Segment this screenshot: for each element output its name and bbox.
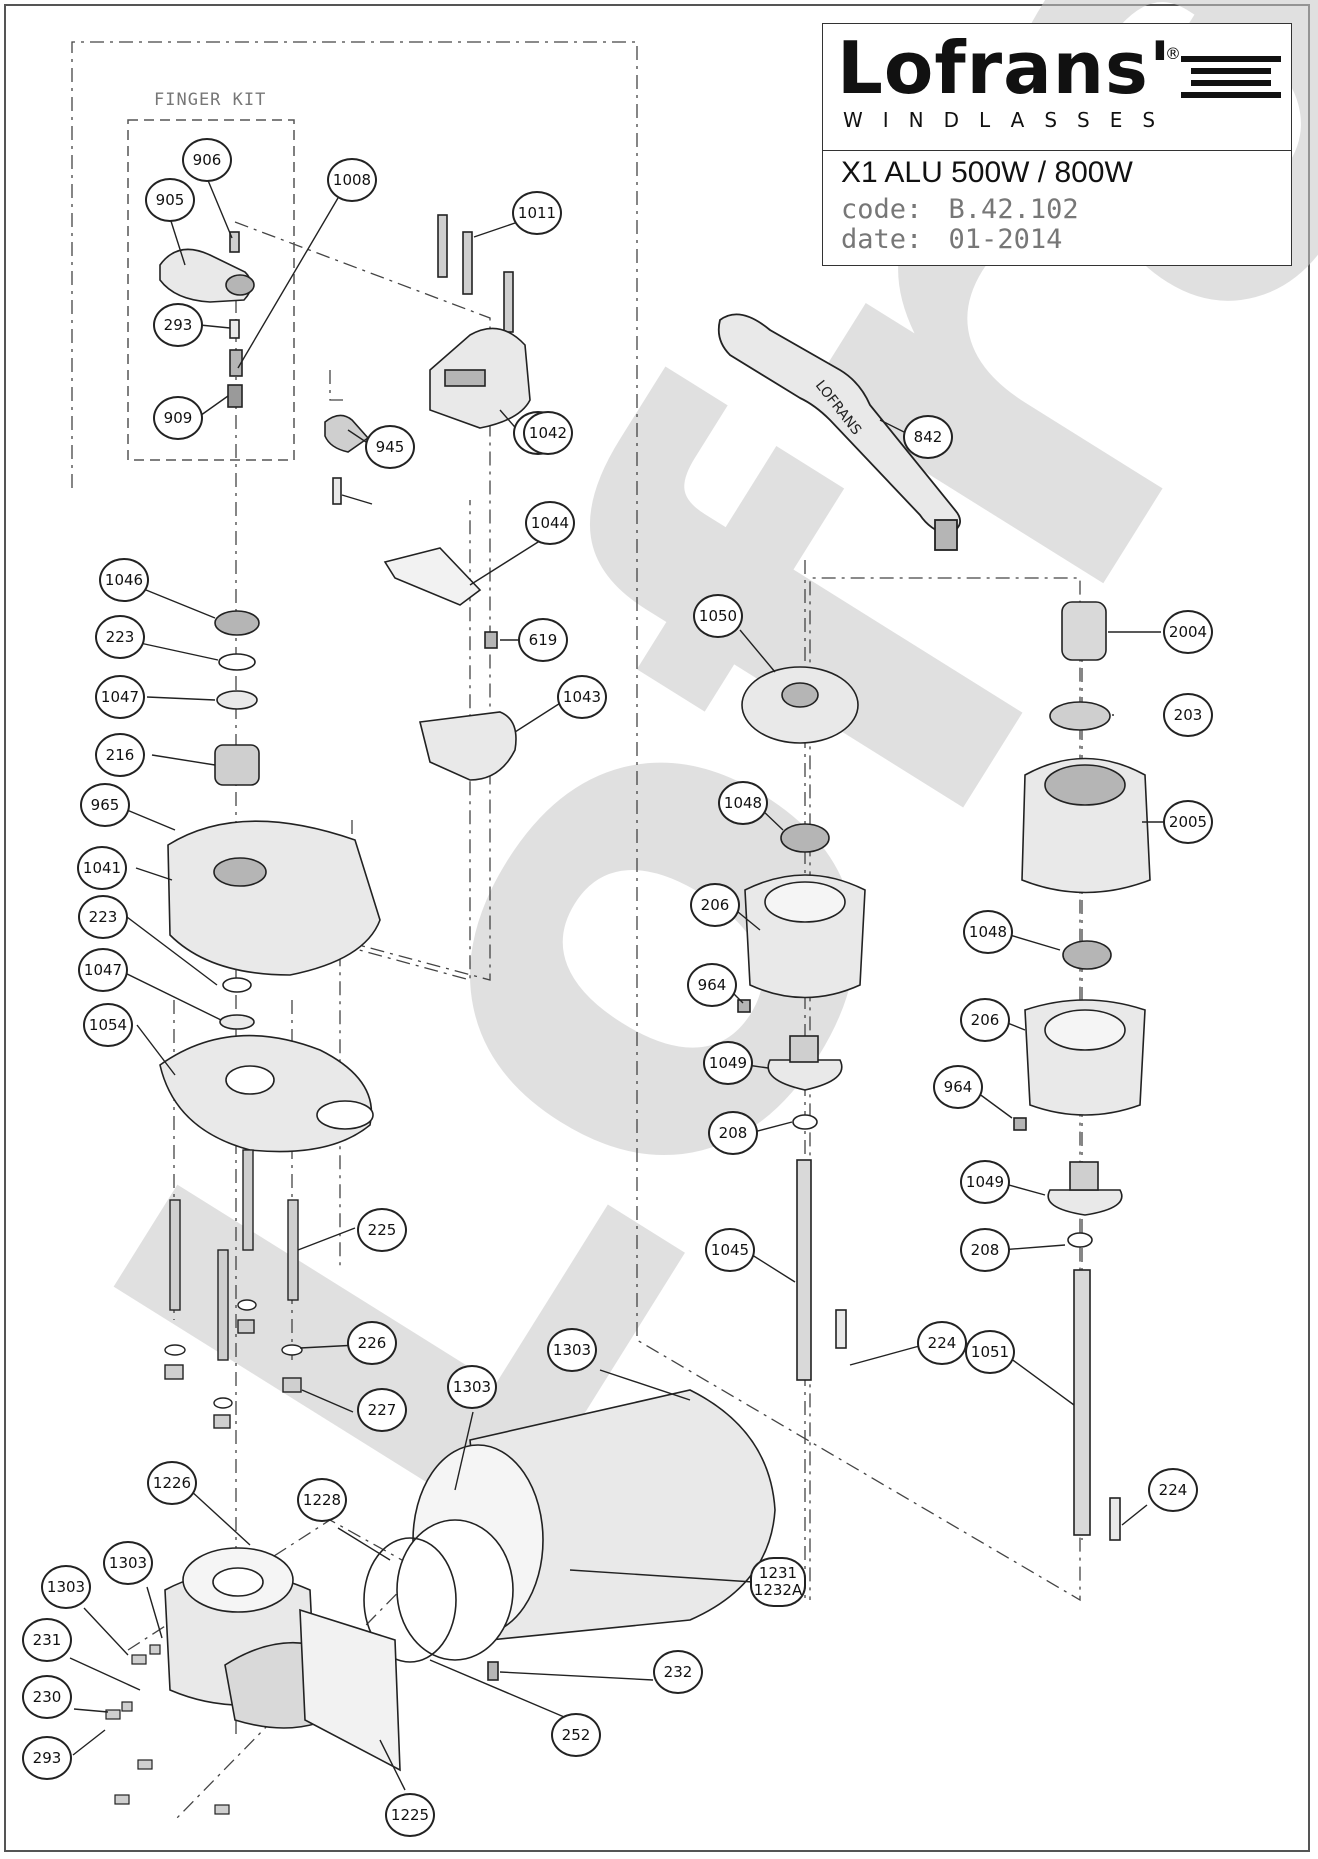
callout-1054: 1054 [83,1003,133,1047]
date-label: date: [841,224,923,255]
title-block: Lofrans' ® WINDLASSES X1 ALU 500W / 800W… [822,23,1292,266]
callout-1228: 1228 [297,1478,347,1522]
callout-1047: 1047 [95,675,145,719]
callout-1042: 1042 [523,411,573,455]
callout-1048: 1048 [963,910,1013,954]
callout-1049: 1049 [703,1041,753,1085]
callout-1303: 1303 [447,1365,497,1409]
callout-1226: 1226 [147,1461,197,1505]
callout-216: 216 [95,733,145,777]
callout-1049: 1049 [960,1160,1010,1204]
callout-1303: 1303 [547,1328,597,1372]
callout-1045: 1045 [705,1228,755,1272]
brand-logo: Lofrans' [837,26,1172,110]
callout-1043: 1043 [557,675,607,719]
callout-1008: 1008 [327,158,377,202]
callout-906: 906 [182,138,232,182]
callout-208: 208 [708,1111,758,1155]
callout-1303: 1303 [41,1565,91,1609]
callout-225: 225 [357,1208,407,1252]
callout-224: 224 [917,1321,967,1365]
gearbox-screws [105,1644,230,1815]
callout-965: 965 [80,783,130,827]
callout-1047: 1047 [78,948,128,992]
studs-and-fasteners [164,1149,303,1429]
registered-mark: ® [1165,44,1181,63]
finger-kit-box [127,119,295,461]
callout-905: 905 [145,178,195,222]
callout-1044: 1044 [525,501,575,545]
brand-tagline: WINDLASSES [843,108,1176,132]
callout-909: 909 [153,396,203,440]
callout-223: 223 [95,615,145,659]
callout-293: 293 [153,303,203,347]
callout-227: 227 [357,1388,407,1432]
callout-964: 964 [933,1065,983,1109]
callout-208: 208 [960,1228,1010,1272]
sheet-border [4,4,1310,1852]
callout-206: 206 [960,998,1010,1042]
callout-842: 842 [903,415,953,459]
windlass-logo-icon [1181,56,1281,98]
callout-232: 232 [653,1650,703,1694]
date-line: date: 01-2014 [841,224,1062,255]
callout-2004: 2004 [1163,610,1213,654]
callout-203: 203 [1163,693,1213,737]
callout-226: 226 [347,1321,397,1365]
model-title: X1 ALU 500W / 800W [841,156,1133,189]
callout-1303: 1303 [103,1541,153,1585]
callout-252: 252 [551,1713,601,1757]
callout-619: 619 [518,618,568,662]
callout-945: 945 [365,425,415,469]
callout-230: 230 [22,1675,72,1719]
callout-1225: 1225 [385,1793,435,1837]
date-value: 01-2014 [948,224,1063,255]
callout-293: 293 [22,1736,72,1780]
finger-kit-parts [159,231,255,408]
callout-2005: 2005 [1163,800,1213,844]
callout-1041: 1041 [77,846,127,890]
callout-1051: 1051 [965,1330,1015,1374]
middle-column-parts [737,666,866,1381]
left-parts-stack [159,610,381,1153]
callout-1050: 1050 [693,594,743,638]
code-value: B.42.102 [948,194,1079,225]
finger-kit-label: FINGER KIT [154,90,267,110]
callout-231: 231 [22,1618,72,1662]
motor-gearbox-assembly [164,1389,776,1772]
callout-964: 964 [687,963,737,1007]
code-label: code: [841,194,923,225]
callout-1046: 1046 [99,558,149,602]
callout-1048: 1048 [718,781,768,825]
windlass-handle: LOFRANS [717,313,962,551]
brand-logo-row: Lofrans' ® WINDLASSES [823,24,1291,151]
callout-206: 206 [690,883,740,927]
right-column-parts [1013,601,1151,1541]
callout-223: 223 [78,895,128,939]
callout-224: 224 [1148,1468,1198,1512]
cover-and-bolts [324,214,531,781]
code-line: code: B.42.102 [841,194,1079,225]
callout-1011: 1011 [512,191,562,235]
